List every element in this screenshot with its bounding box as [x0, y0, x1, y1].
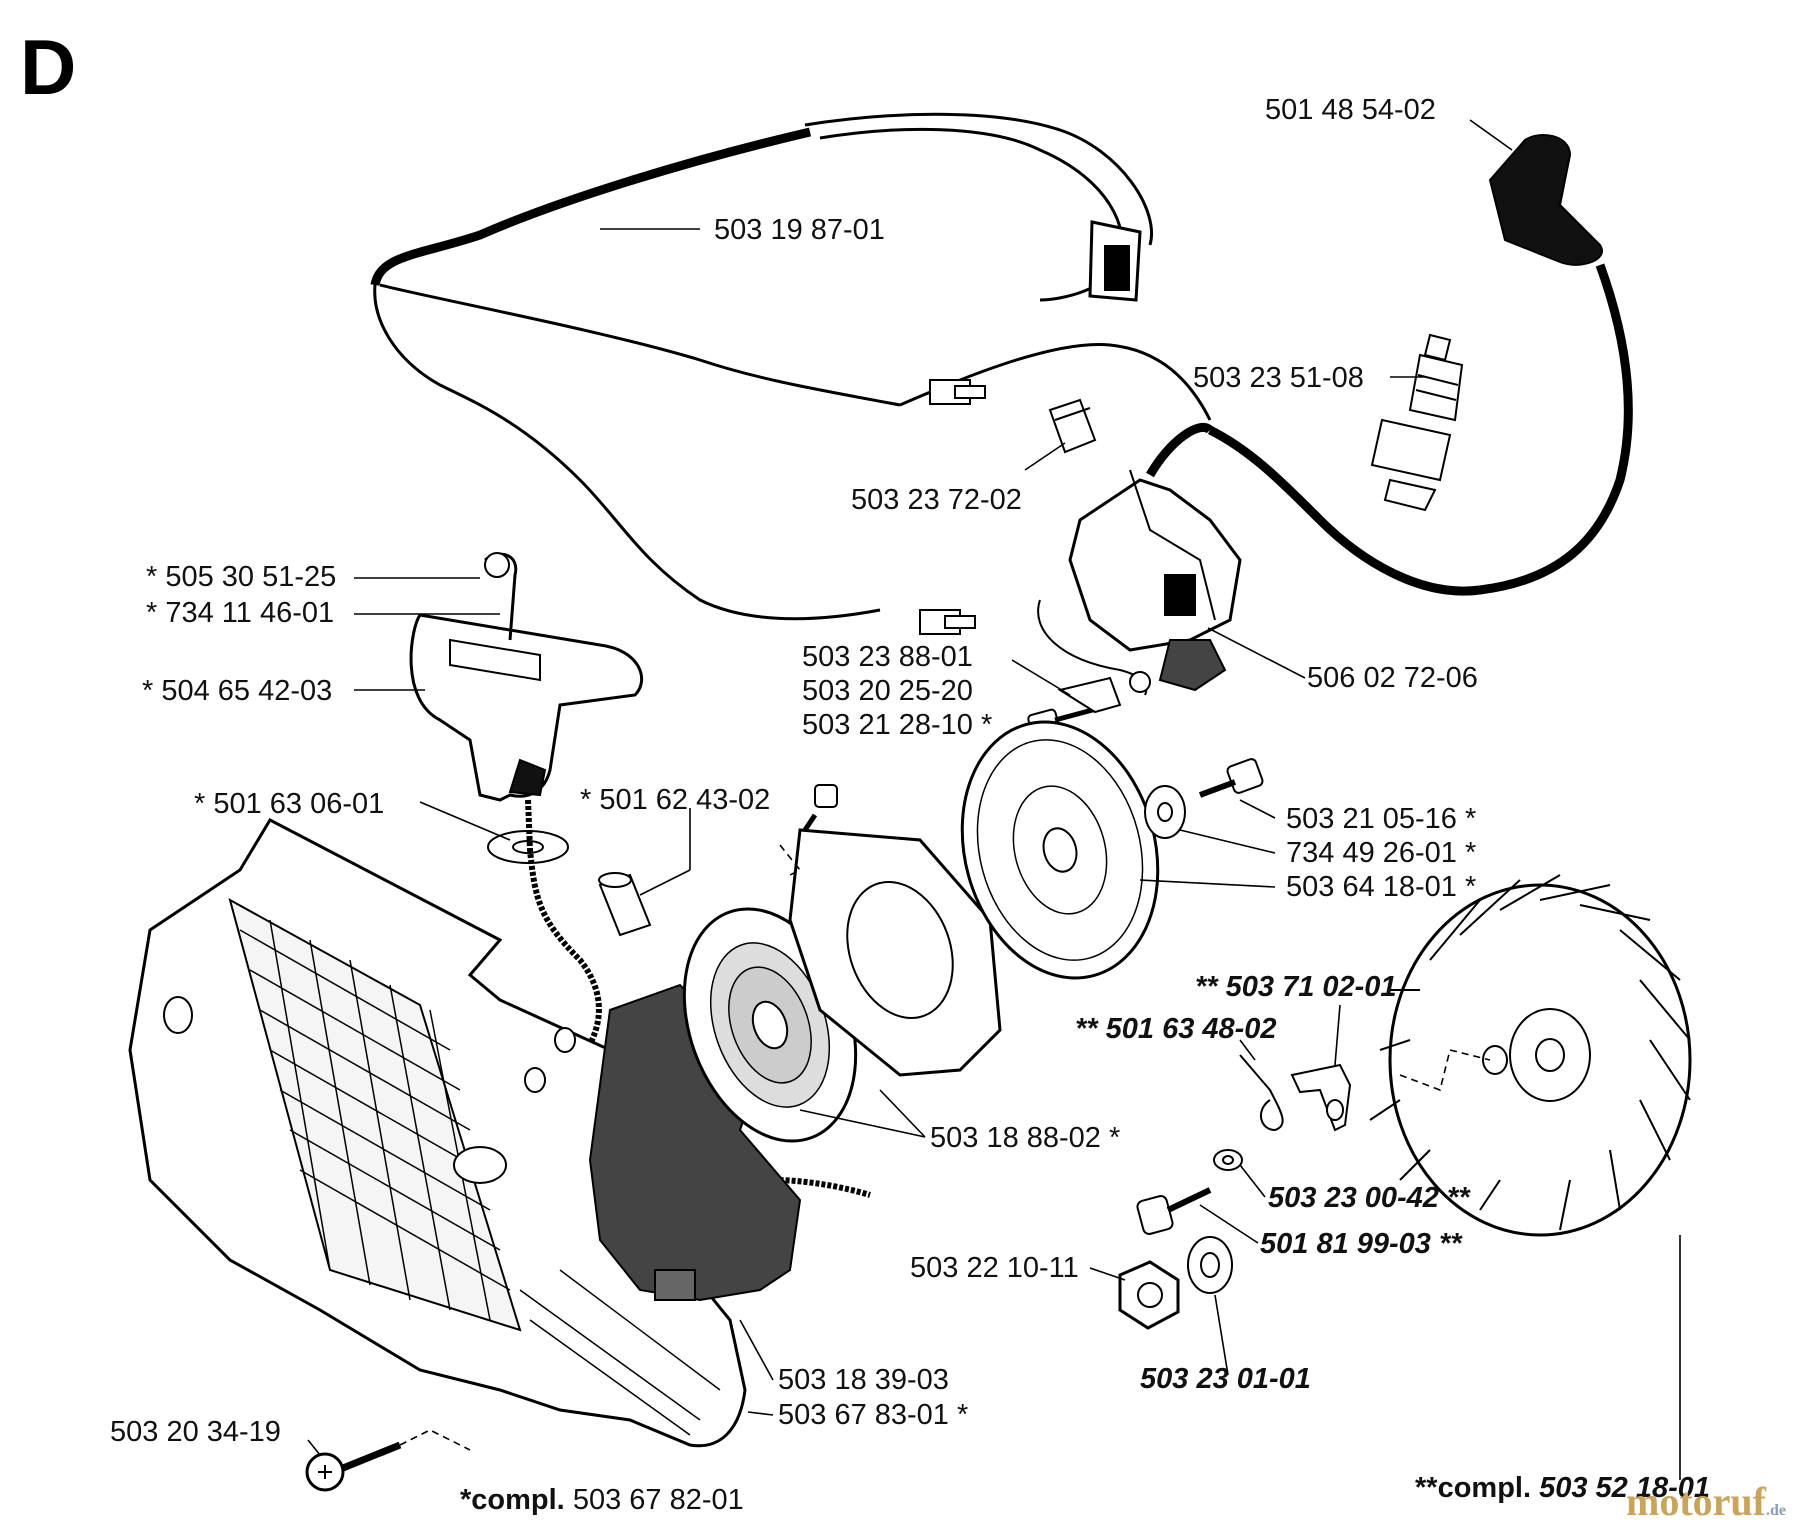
leader-lines	[307, 119, 1681, 1480]
label-harness: 503 19 87-01	[714, 214, 885, 246]
label-handle: * 504 65 42-03	[142, 675, 333, 707]
terminal-lower	[919, 609, 976, 635]
pawl-part	[1290, 1063, 1352, 1132]
pawl-screw	[1136, 1187, 1212, 1235]
rope-pulley	[960, 720, 1160, 980]
compl-flywheel-number: 503 52 18-01	[1539, 1472, 1711, 1504]
compl-starter-prefix: *compl.	[460, 1484, 565, 1516]
label-pulley-screw: 503 21 05-16 *	[1286, 803, 1477, 835]
dashed-assembly-lines	[399, 844, 1491, 1451]
label-flywheel-washer: 503 23 01-01	[1140, 1363, 1311, 1395]
watermark-text: motoruf	[1626, 1479, 1766, 1524]
label-compl-starter: *compl. 503 67 82-01	[460, 1486, 744, 1515]
compl-starter-number: 503 67 82-01	[572, 1484, 744, 1516]
label-pawl-screw: 501 81 99-03 **	[1260, 1228, 1462, 1260]
flywheel	[1369, 874, 1692, 1237]
starter-housing-cover	[128, 818, 747, 1448]
label-pawl-washer: 503 23 00-42 **	[1268, 1182, 1470, 1214]
label-coil-screw2: 503 21 28-10 *	[802, 709, 993, 741]
flywheel-washer-part	[1187, 1236, 1233, 1294]
label-handle-pin: * 734 11 46-01	[146, 597, 335, 629]
section-letter: D	[20, 23, 77, 111]
sleeve-part	[598, 872, 652, 937]
pawl-spring-part	[1239, 1054, 1284, 1132]
label-pawl: ** 503 71 02-01	[1195, 971, 1397, 1003]
housing-screw	[305, 1441, 402, 1492]
pawl-washer	[1213, 1149, 1243, 1171]
label-coil-clip: 503 23 88-01	[802, 641, 973, 673]
label-grommet: * 501 63 06-01	[194, 788, 385, 820]
label-cap: 503 23 72-02	[851, 484, 1022, 516]
label-pawl-spring: ** 501 63 48-02	[1075, 1013, 1277, 1045]
label-spark-plug: 503 23 51-08	[1193, 362, 1364, 394]
label-starter-housing: 503 67 83-01 *	[778, 1399, 969, 1431]
ignition-coil	[1037, 422, 1242, 696]
label-washer: 734 49 26-01 *	[1286, 837, 1477, 869]
spring-cover	[788, 828, 1002, 1077]
label-handle-screw: * 505 30 51-25	[146, 561, 337, 593]
cover-screw	[802, 784, 838, 832]
spark-plug-boot	[1207, 134, 1633, 596]
label-sleeve: * 501 62 43-02	[580, 784, 771, 816]
compl-flywheel-prefix: **compl.	[1415, 1472, 1532, 1504]
pulley-washer	[1144, 785, 1186, 839]
spark-plug	[1370, 333, 1464, 512]
terminal-upper	[929, 379, 986, 405]
cap-part	[1048, 398, 1097, 454]
wiring-harness	[370, 112, 1212, 621]
stop-switch	[1088, 220, 1142, 302]
watermark-logo: motoruf.de	[1626, 1482, 1786, 1522]
label-spring-assy: 503 18 88-02 *	[930, 1122, 1121, 1154]
flywheel-nut	[1118, 1260, 1180, 1330]
label-coil-screw1: 503 20 25-20	[802, 675, 973, 707]
label-boot: 501 48 54-02	[1265, 94, 1436, 126]
label-coil: 506 02 72-06	[1307, 662, 1478, 694]
starter-handle	[409, 552, 644, 802]
label-nut: 503 22 10-11	[910, 1252, 1079, 1284]
coil-clip	[1057, 676, 1122, 714]
label-starter-bracket: 503 18 39-03	[778, 1364, 949, 1396]
label-housing-screw: 503 20 34-19	[110, 1416, 281, 1448]
label-pulley: 503 64 18-01 *	[1286, 871, 1477, 903]
pulley-screw	[1198, 758, 1264, 798]
watermark-suffix: .de	[1766, 1502, 1786, 1519]
label-compl-flywheel: **compl. 503 52 18-01	[1415, 1474, 1710, 1503]
